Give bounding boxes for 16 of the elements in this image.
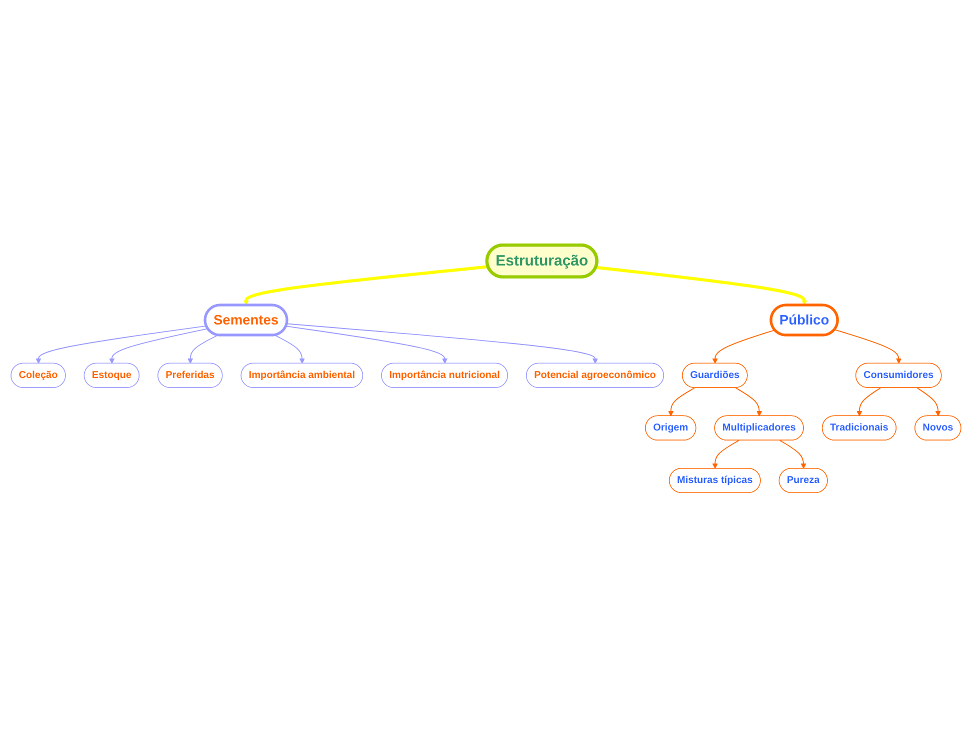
arrow — [712, 330, 776, 364]
arrow — [243, 265, 488, 306]
arrow — [36, 326, 207, 364]
arrow — [274, 334, 305, 364]
arrow — [109, 328, 208, 364]
arrow — [668, 388, 696, 416]
arrow — [856, 388, 882, 416]
arrow — [286, 323, 598, 364]
arrow — [712, 440, 740, 469]
arrow — [286, 326, 448, 364]
arrow — [916, 388, 941, 416]
arrow — [188, 334, 218, 364]
arrow — [596, 266, 808, 306]
arrow — [779, 440, 806, 469]
arrow — [735, 388, 762, 416]
arrow — [834, 329, 902, 364]
